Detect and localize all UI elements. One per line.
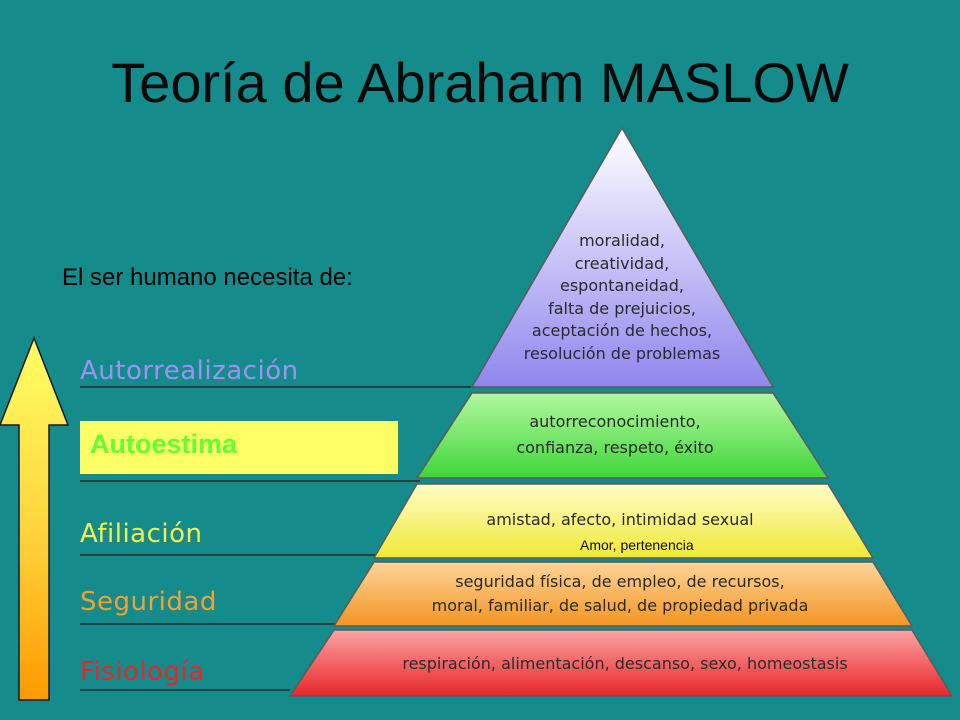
need-item: autorreconocimiento,	[529, 412, 701, 431]
pyramid-layer-fisiologia	[288, 629, 954, 697]
label-autorrealizacion: Autorrealización	[80, 356, 299, 386]
pyramid-layer-seguridad	[332, 561, 914, 627]
pyramid-layer-afiliacion	[372, 483, 875, 559]
label-seguridad: Seguridad	[80, 587, 217, 617]
needs-seguridad: seguridad física, de empleo, de recursos…	[370, 570, 870, 618]
pyramid-layer-autoestima	[415, 392, 830, 479]
autoestima-highlight-box: Autoestima	[80, 421, 398, 474]
need-item: seguridad física, de empleo, de recursos…	[455, 572, 785, 591]
need-item: aceptación de hechos,	[531, 321, 713, 340]
pyramid-layer-autorrealizacion	[470, 126, 775, 388]
level-divider-lines	[80, 386, 476, 691]
upward-arrow-icon	[0, 335, 70, 701]
label-afiliacion: Afiliación	[80, 519, 203, 549]
pyramid	[288, 126, 954, 697]
need-item: falta de prejuicios,	[548, 298, 696, 318]
slide-title: Teoría de Abraham MASLOW	[111, 51, 849, 114]
label-fisiologia: Fisiología	[80, 657, 205, 687]
needs-autorrealizacion: moralidad, creatividad, espontaneidad, f…	[482, 230, 762, 365]
needs-autoestima: autorreconocimiento, confianza, respeto,…	[470, 409, 760, 461]
need-item: amistad, afecto, intimidad sexual	[486, 510, 754, 529]
afiliacion-note: Amor, pertenencia	[580, 537, 694, 553]
need-item: confianza, respeto, éxito	[516, 438, 714, 457]
intro-text: El ser humano necesita de:	[62, 264, 353, 291]
needs-fisiologia: respiración, alimentación, descanso, sex…	[330, 653, 920, 676]
need-item: moral, familiar, de salud, de propiedad …	[431, 596, 809, 615]
label-autoestima: Autoestima	[90, 429, 238, 459]
need-item: resolución de problemas	[523, 343, 721, 363]
need-item: respiración, alimentación, descanso, sex…	[402, 654, 848, 673]
need-item: espontaneidad,	[560, 276, 684, 295]
needs-afiliacion: amistad, afecto, intimidad sexual	[440, 509, 800, 532]
need-item: moralidad,	[579, 231, 665, 250]
need-item: creatividad,	[574, 253, 670, 273]
